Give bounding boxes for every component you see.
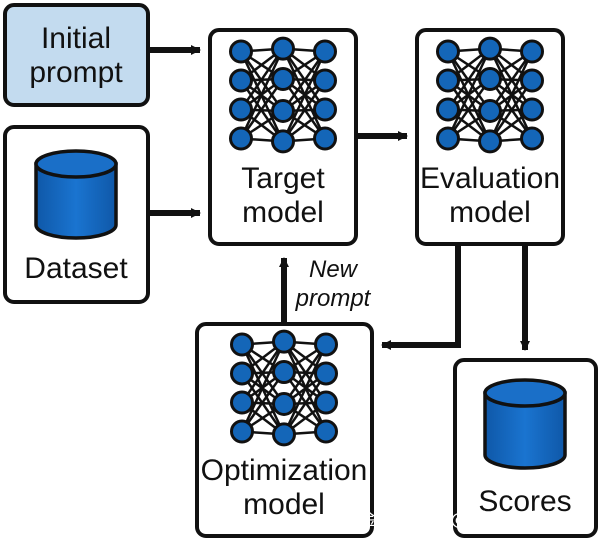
nn-node	[229, 126, 253, 151]
nn-node	[314, 419, 338, 444]
evaluation-model-label-line1: Evaluation	[420, 162, 560, 195]
nn-node	[271, 67, 295, 92]
nn-node	[230, 390, 254, 415]
target-model-label-line1: Target	[241, 162, 325, 195]
nn-node	[230, 332, 254, 357]
dataset-node: Dataset	[3, 125, 150, 304]
nn-node	[229, 68, 253, 93]
nn-node	[271, 36, 295, 61]
target-model-node: Target model	[208, 28, 358, 246]
nn-node	[436, 68, 460, 93]
nn-node	[271, 98, 295, 123]
neural-network-icon	[436, 36, 544, 154]
nn-node	[229, 97, 253, 122]
nn-node	[478, 98, 502, 123]
new-prompt-label-line1: New	[309, 256, 359, 283]
nn-node	[478, 36, 502, 61]
nn-edge	[281, 50, 327, 142]
target-model-label-line2: model	[242, 196, 324, 229]
optimization-model-label-line2: model	[243, 488, 325, 521]
nn-edge	[446, 48, 492, 140]
nn-node	[520, 97, 544, 122]
nn-edge	[240, 371, 286, 433]
nn-node	[313, 126, 337, 151]
nn-node	[230, 419, 254, 444]
nn-node	[313, 97, 337, 122]
nn-edge	[281, 50, 327, 112]
nn-node	[520, 39, 544, 64]
evaluation-model-node: Evaluation model	[415, 28, 565, 246]
nn-node	[272, 422, 296, 447]
nn-edge	[240, 340, 286, 404]
dataset-label: Dataset	[24, 252, 128, 285]
nn-node	[478, 129, 502, 154]
nn-node	[314, 361, 338, 386]
nn-node	[230, 361, 254, 386]
optimization-model-node: Optimization model	[195, 322, 374, 538]
neural-network-icon	[230, 329, 338, 447]
evaluation-model-label-line2: model	[449, 196, 531, 229]
nn-node	[272, 391, 296, 416]
optimization-model-label-line1: Optimization	[201, 454, 368, 487]
watermark-text: 掘金技术社区 @ 数据智能老司机	[343, 510, 592, 530]
nn-node	[436, 39, 460, 64]
nn-node	[313, 68, 337, 93]
nn-node	[271, 129, 295, 154]
nn-edge	[446, 47, 492, 111]
nn-edge	[281, 79, 327, 143]
arrows	[148, 45, 530, 351]
nn-node	[436, 97, 460, 122]
new-prompt-label-line2: prompt	[295, 285, 372, 312]
nn-node	[272, 360, 296, 385]
nn-edge	[488, 50, 534, 112]
nn-node	[272, 329, 296, 354]
nn-node	[436, 126, 460, 151]
arrow-evaluation-to-optimization	[381, 244, 461, 350]
initial-prompt-label-line2: prompt	[29, 56, 123, 89]
nn-edge	[488, 50, 534, 142]
nn-edge	[282, 343, 328, 405]
neural-network-icon	[229, 36, 337, 154]
nn-edge	[488, 79, 534, 143]
nn-node	[478, 67, 502, 92]
nn-edge	[282, 343, 328, 435]
new-prompt-label: New prompt	[295, 256, 372, 312]
scores-node: Scores	[453, 358, 598, 538]
nn-edge	[239, 48, 285, 140]
database-icon	[483, 378, 567, 470]
nn-edge	[239, 47, 285, 111]
scores-label: Scores	[478, 485, 571, 518]
nn-node	[520, 68, 544, 93]
nn-node	[314, 390, 338, 415]
nn-node	[314, 332, 338, 357]
nn-edge	[240, 341, 286, 433]
nn-node	[229, 39, 253, 64]
nn-edge	[282, 372, 328, 436]
initial-prompt-node: Initial prompt	[3, 3, 150, 107]
nn-edge	[446, 78, 492, 140]
nn-node	[313, 39, 337, 64]
initial-prompt-label-line1: Initial	[41, 22, 111, 55]
database-icon	[34, 149, 118, 240]
nn-edge	[239, 78, 285, 140]
nn-node	[520, 126, 544, 151]
